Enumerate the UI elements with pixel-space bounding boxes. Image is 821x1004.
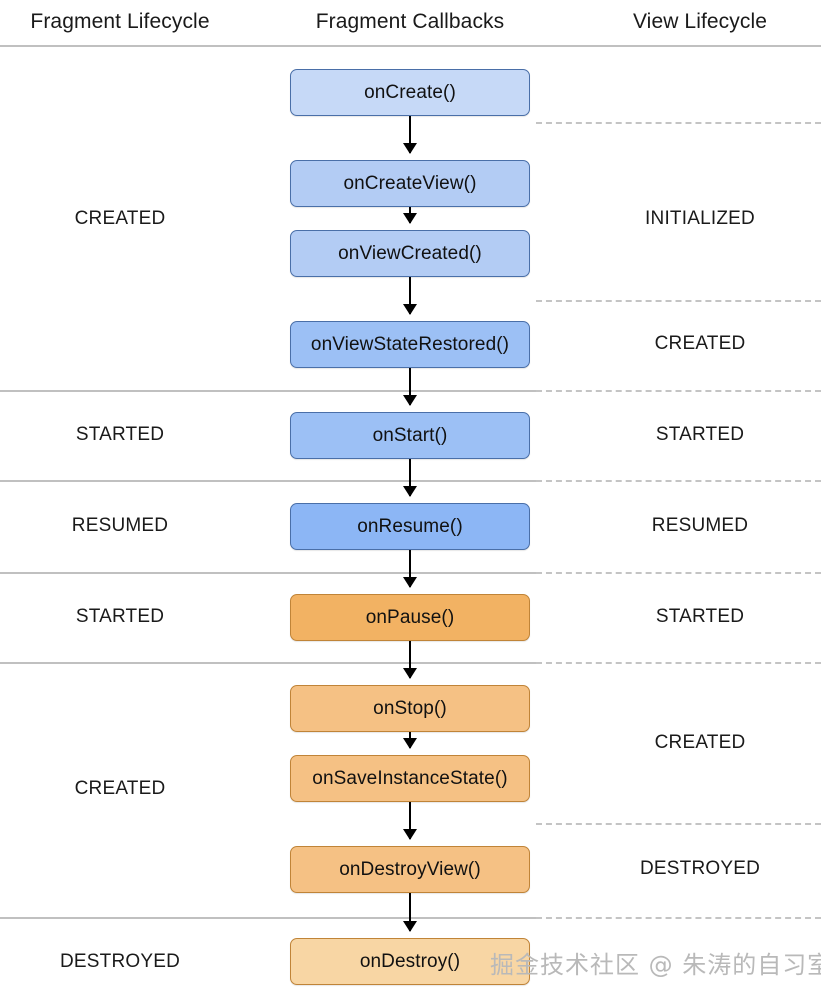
fragment-state-label: STARTED (75, 606, 165, 627)
callback-label: onSaveInstanceState() (312, 767, 508, 789)
view-state-label: CREATED (654, 333, 746, 354)
view-state-divider (536, 662, 821, 664)
column-header-fragment-callbacks: Fragment Callbacks (315, 10, 505, 33)
view-state-label: STARTED (655, 606, 745, 627)
view-state-divider (536, 572, 821, 574)
callback-box[interactable]: onStop() (290, 685, 530, 732)
view-state-label: STARTED (655, 424, 745, 445)
fragment-state-label: CREATED (74, 778, 166, 799)
flow-arrow-icon (403, 459, 417, 497)
column-header-fragment-lifecycle: Fragment Lifecycle (30, 10, 210, 33)
callback-box[interactable]: onSaveInstanceState() (290, 755, 530, 802)
fragment-state-divider (0, 572, 536, 574)
view-state-label: INITIALIZED (645, 208, 755, 229)
callback-box[interactable]: onResume() (290, 503, 530, 550)
header-divider (0, 45, 821, 47)
view-state-label: DESTROYED (639, 858, 761, 879)
view-state-divider (536, 917, 821, 919)
fragment-state-divider (0, 480, 536, 482)
view-state-divider (536, 823, 821, 825)
fragment-state-label: CREATED (74, 208, 166, 229)
callback-box[interactable]: onStart() (290, 412, 530, 459)
view-state-divider (536, 480, 821, 482)
flow-arrow-icon (403, 802, 417, 840)
callback-label: onStop() (373, 697, 447, 719)
view-state-label: CREATED (654, 732, 746, 753)
view-state-label: RESUMED (651, 515, 749, 536)
flow-arrow-icon (403, 368, 417, 406)
flow-arrow-icon (403, 207, 417, 224)
callback-label: onViewCreated() (338, 242, 482, 264)
callback-label: onCreateView() (343, 172, 477, 194)
fragment-state-divider (0, 662, 536, 664)
flow-arrow-icon (403, 277, 417, 315)
callback-box[interactable]: onViewStateRestored() (290, 321, 530, 368)
callback-box[interactable]: onCreate() (290, 69, 530, 116)
callback-box[interactable]: onPause() (290, 594, 530, 641)
callback-box[interactable]: onViewCreated() (290, 230, 530, 277)
callback-label: onViewStateRestored() (310, 333, 510, 355)
callback-label: onDestroyView() (339, 858, 481, 880)
callback-label: onDestroy() (359, 950, 461, 972)
callback-box[interactable]: onCreateView() (290, 160, 530, 207)
callback-label: onStart() (372, 424, 448, 446)
view-state-divider (536, 300, 821, 302)
callback-box[interactable]: onDestroyView() (290, 846, 530, 893)
flow-arrow-icon (403, 893, 417, 932)
callback-box[interactable]: onDestroy() (290, 938, 530, 985)
fragment-state-divider (0, 390, 536, 392)
flow-arrow-icon (403, 641, 417, 679)
watermark-text: 掘金技术社区 @ 朱涛的自习室 (490, 951, 821, 979)
callback-label: onCreate() (364, 81, 456, 103)
fragment-state-label: STARTED (75, 424, 165, 445)
flow-arrow-icon (403, 116, 417, 154)
callback-label: onPause() (365, 606, 455, 628)
fragment-state-label: RESUMED (71, 515, 169, 536)
fragment-state-label: DESTROYED (59, 951, 181, 972)
callback-label: onResume() (357, 515, 463, 537)
column-header-view-lifecycle: View Lifecycle (632, 10, 768, 33)
flow-arrow-icon (403, 550, 417, 588)
flow-arrow-icon (403, 732, 417, 749)
view-state-divider (536, 122, 821, 124)
view-state-divider (536, 390, 821, 392)
fragment-state-divider (0, 917, 536, 919)
